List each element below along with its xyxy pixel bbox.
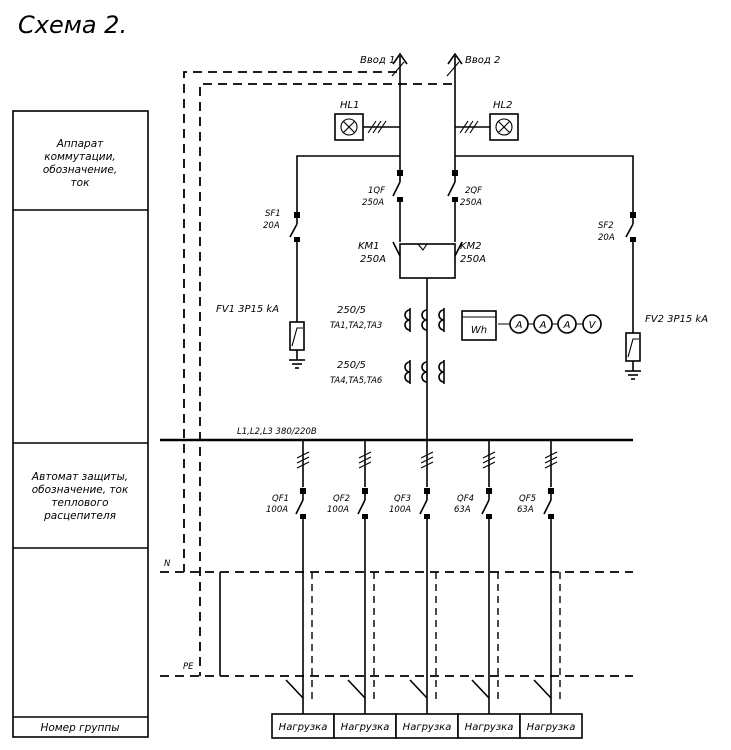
gauge-1-label: A [515, 320, 523, 331]
feeder-qf1-load: Нагрузка [279, 722, 328, 733]
table-row2-line2: обозначение, ток [32, 484, 129, 496]
table-row1-line3: обозначение, [43, 164, 117, 176]
control-dashed-lines [183, 71, 452, 676]
breaker-sf1: SF1 20A [263, 209, 300, 322]
surge-arrester-fv1: FV1 3P15 kA [216, 304, 305, 369]
branch-to-sf1 [296, 155, 400, 212]
feeder-qf1-name: QF1 [272, 494, 289, 504]
feeder-qf1: QF1 100A Нагрузка [266, 440, 335, 739]
lamp-hl2: HL2 [455, 100, 519, 141]
ct-group-2-ratio: 250/5 [337, 360, 366, 371]
neutral-label: N [164, 559, 171, 569]
dashed-control-wire-1 [183, 71, 397, 572]
input-1-label: Ввод 1 [360, 55, 395, 66]
feeder-qf3-name: QF3 [394, 494, 411, 504]
feeder-qf2: QF2 100A Нагрузка [327, 440, 397, 739]
ct-group-1-ratio: 250/5 [337, 305, 366, 316]
contactor-km2-rating: 250A [460, 254, 486, 265]
surge-fv2-label: FV2 3P15 kA [645, 314, 708, 325]
breaker-sf2: SF2 20A [598, 212, 636, 333]
feeder-qf2-rating: 100A [327, 505, 349, 515]
feeder-qf4-name: QF4 [457, 494, 474, 504]
gauges: A A A V [498, 314, 602, 334]
table-row1-line4: ток [71, 177, 91, 189]
contactor-km2-name: KM2 [460, 241, 482, 252]
breaker-sf1-name: SF1 [265, 209, 281, 219]
breaker-sf2-rating: 20A [598, 233, 615, 243]
table-row2-line1: Автомат защиты, [31, 471, 128, 483]
breaker-1qf-name: 1QF [368, 186, 385, 196]
contactor-km1-rating: 250A [360, 254, 386, 265]
gauge-3-label: A [563, 320, 571, 331]
breaker-2qf-rating: 250A [460, 198, 482, 208]
voltmeter-icon [582, 314, 602, 334]
feeder-qf3-load: Нагрузка [403, 722, 452, 733]
feeder-qf1-rating: 100A [266, 505, 288, 515]
feeder-qf5: QF5 63A Нагрузка [517, 440, 583, 739]
bus-label: L1,L2,L3 380/220В [237, 427, 317, 437]
lamp-hl1-label: HL1 [340, 100, 359, 111]
ammeter-icon [533, 314, 553, 334]
input-1: Ввод 1 [360, 52, 408, 172]
surge-arrester-fv2: FV2 3P15 kA [625, 314, 708, 380]
surge-fv1-label: FV1 3P15 kA [216, 304, 279, 315]
table-row3-label: Номер группы [40, 722, 119, 734]
gauge-4-label: V [589, 320, 597, 331]
breaker-sf2-name: SF2 [598, 221, 614, 231]
feeder-qf2-load: Нагрузка [341, 722, 390, 733]
breaker-2qf: 2QF 250A [447, 170, 482, 242]
feeder-qf5-load: Нагрузка [527, 722, 576, 733]
breaker-1qf-rating: 250A [362, 198, 384, 208]
ct-group-2-names: TA4,TA5,TA6 [330, 376, 383, 386]
side-table: Аппарат коммутации, обозначение, ток Авт… [12, 110, 149, 738]
feeder-qf4-load: Нагрузка [465, 722, 514, 733]
table-row1-line2: коммутации, [44, 151, 116, 163]
ammeter-icon [557, 314, 577, 334]
ammeter-icon [509, 314, 529, 334]
contactor-block: KM1 250A KM2 250A [358, 241, 486, 440]
pe-label: PE [183, 662, 194, 672]
feeder-qf5-rating: 63A [517, 505, 534, 515]
input-2: Ввод 2 [446, 52, 500, 172]
input-2-label: Ввод 2 [465, 55, 500, 66]
gauge-2-label: A [539, 320, 547, 331]
diagram-title: Схема 2. [18, 11, 127, 39]
energy-meter-label: Wh [471, 325, 487, 336]
table-row2-line3: теплового [51, 497, 108, 509]
breaker-1qf: 1QF 250A [362, 170, 403, 242]
breaker-2qf-name: 2QF [465, 186, 482, 196]
table-row1-line1: Аппарат [56, 138, 104, 150]
feeder-qf5-name: QF5 [519, 494, 536, 504]
feeder-qf3-rating: 100A [389, 505, 411, 515]
lamp-hl1: HL1 [334, 100, 400, 141]
energy-meter: Wh [461, 310, 497, 341]
table-row2-line4: расцепителя [43, 510, 116, 522]
feeder-qf2-name: QF2 [333, 494, 350, 504]
branch-to-sf2 [455, 155, 634, 212]
ct-group-2: 250/5 TA4,TA5,TA6 [330, 360, 445, 386]
side-table-frame [12, 110, 149, 738]
breaker-sf1-rating: 20A [263, 221, 280, 231]
ct-group-1: 250/5 TA1,TA2,TA3 [330, 305, 445, 332]
ct-group-1-names: TA1,TA2,TA3 [330, 321, 382, 331]
feeder-qf4: QF4 63A Нагрузка [454, 440, 521, 739]
contactor-km1-name: KM1 [358, 241, 380, 252]
feeder-qf3: QF3 100A Нагрузка [389, 440, 459, 739]
lamp-hl2-label: HL2 [493, 100, 512, 111]
dashed-control-wire-2 [199, 83, 452, 676]
feeder-qf4-rating: 63A [454, 505, 471, 515]
